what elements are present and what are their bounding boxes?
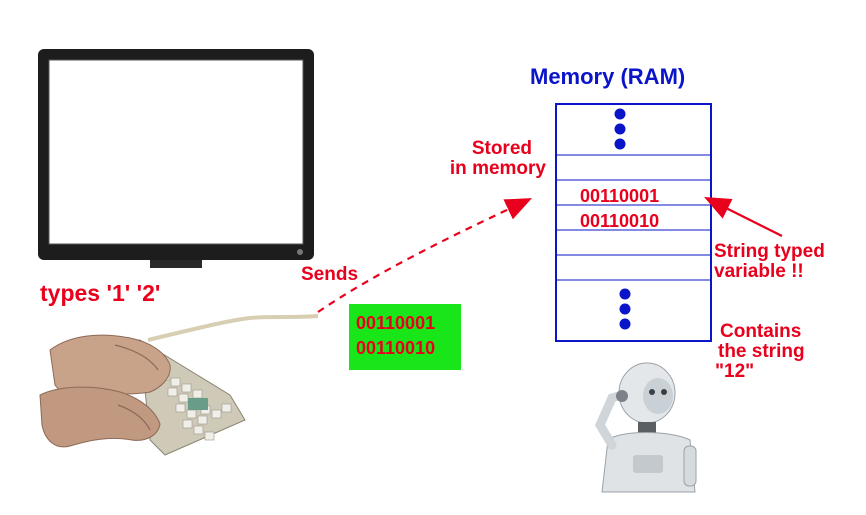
memory-cell-value: 00110001: [580, 186, 660, 206]
stored-label-line: in memory: [449, 157, 546, 179]
sends-arrow: [317, 198, 532, 313]
stored-label: Stored in memory: [424, 139, 546, 179]
memory-block: [555, 103, 712, 342]
robot-icon: [594, 362, 697, 493]
contains-line: Contains: [720, 321, 802, 342]
string-pointer-arrow: [704, 197, 783, 237]
keyboard-hands-icon: [39, 314, 319, 456]
contains-label: Contains the string "12": [715, 322, 805, 382]
string-typed-label: String typed variable !!: [714, 242, 825, 282]
memory-title: Memory (RAM): [530, 64, 686, 89]
ellipsis-dots-top: [614, 108, 626, 150]
packet-box: 00110001 00110010: [349, 304, 461, 370]
sends-label: Sends: [301, 264, 359, 285]
packet-bits: 00110001: [356, 313, 436, 333]
packet-bits: 00110010: [356, 338, 436, 358]
memory-cell-value: 00110010: [580, 211, 660, 231]
ellipsis-dots-bottom: [619, 288, 631, 330]
contains-line: "12": [715, 360, 755, 382]
string-typed-line: String typed: [714, 241, 825, 262]
contains-line: the string: [718, 340, 805, 362]
stored-label-line: Stored: [471, 138, 532, 159]
types-label: types '1' '2': [40, 280, 161, 306]
monitor-icon: [38, 49, 314, 268]
string-typed-line: variable !!: [714, 260, 804, 282]
